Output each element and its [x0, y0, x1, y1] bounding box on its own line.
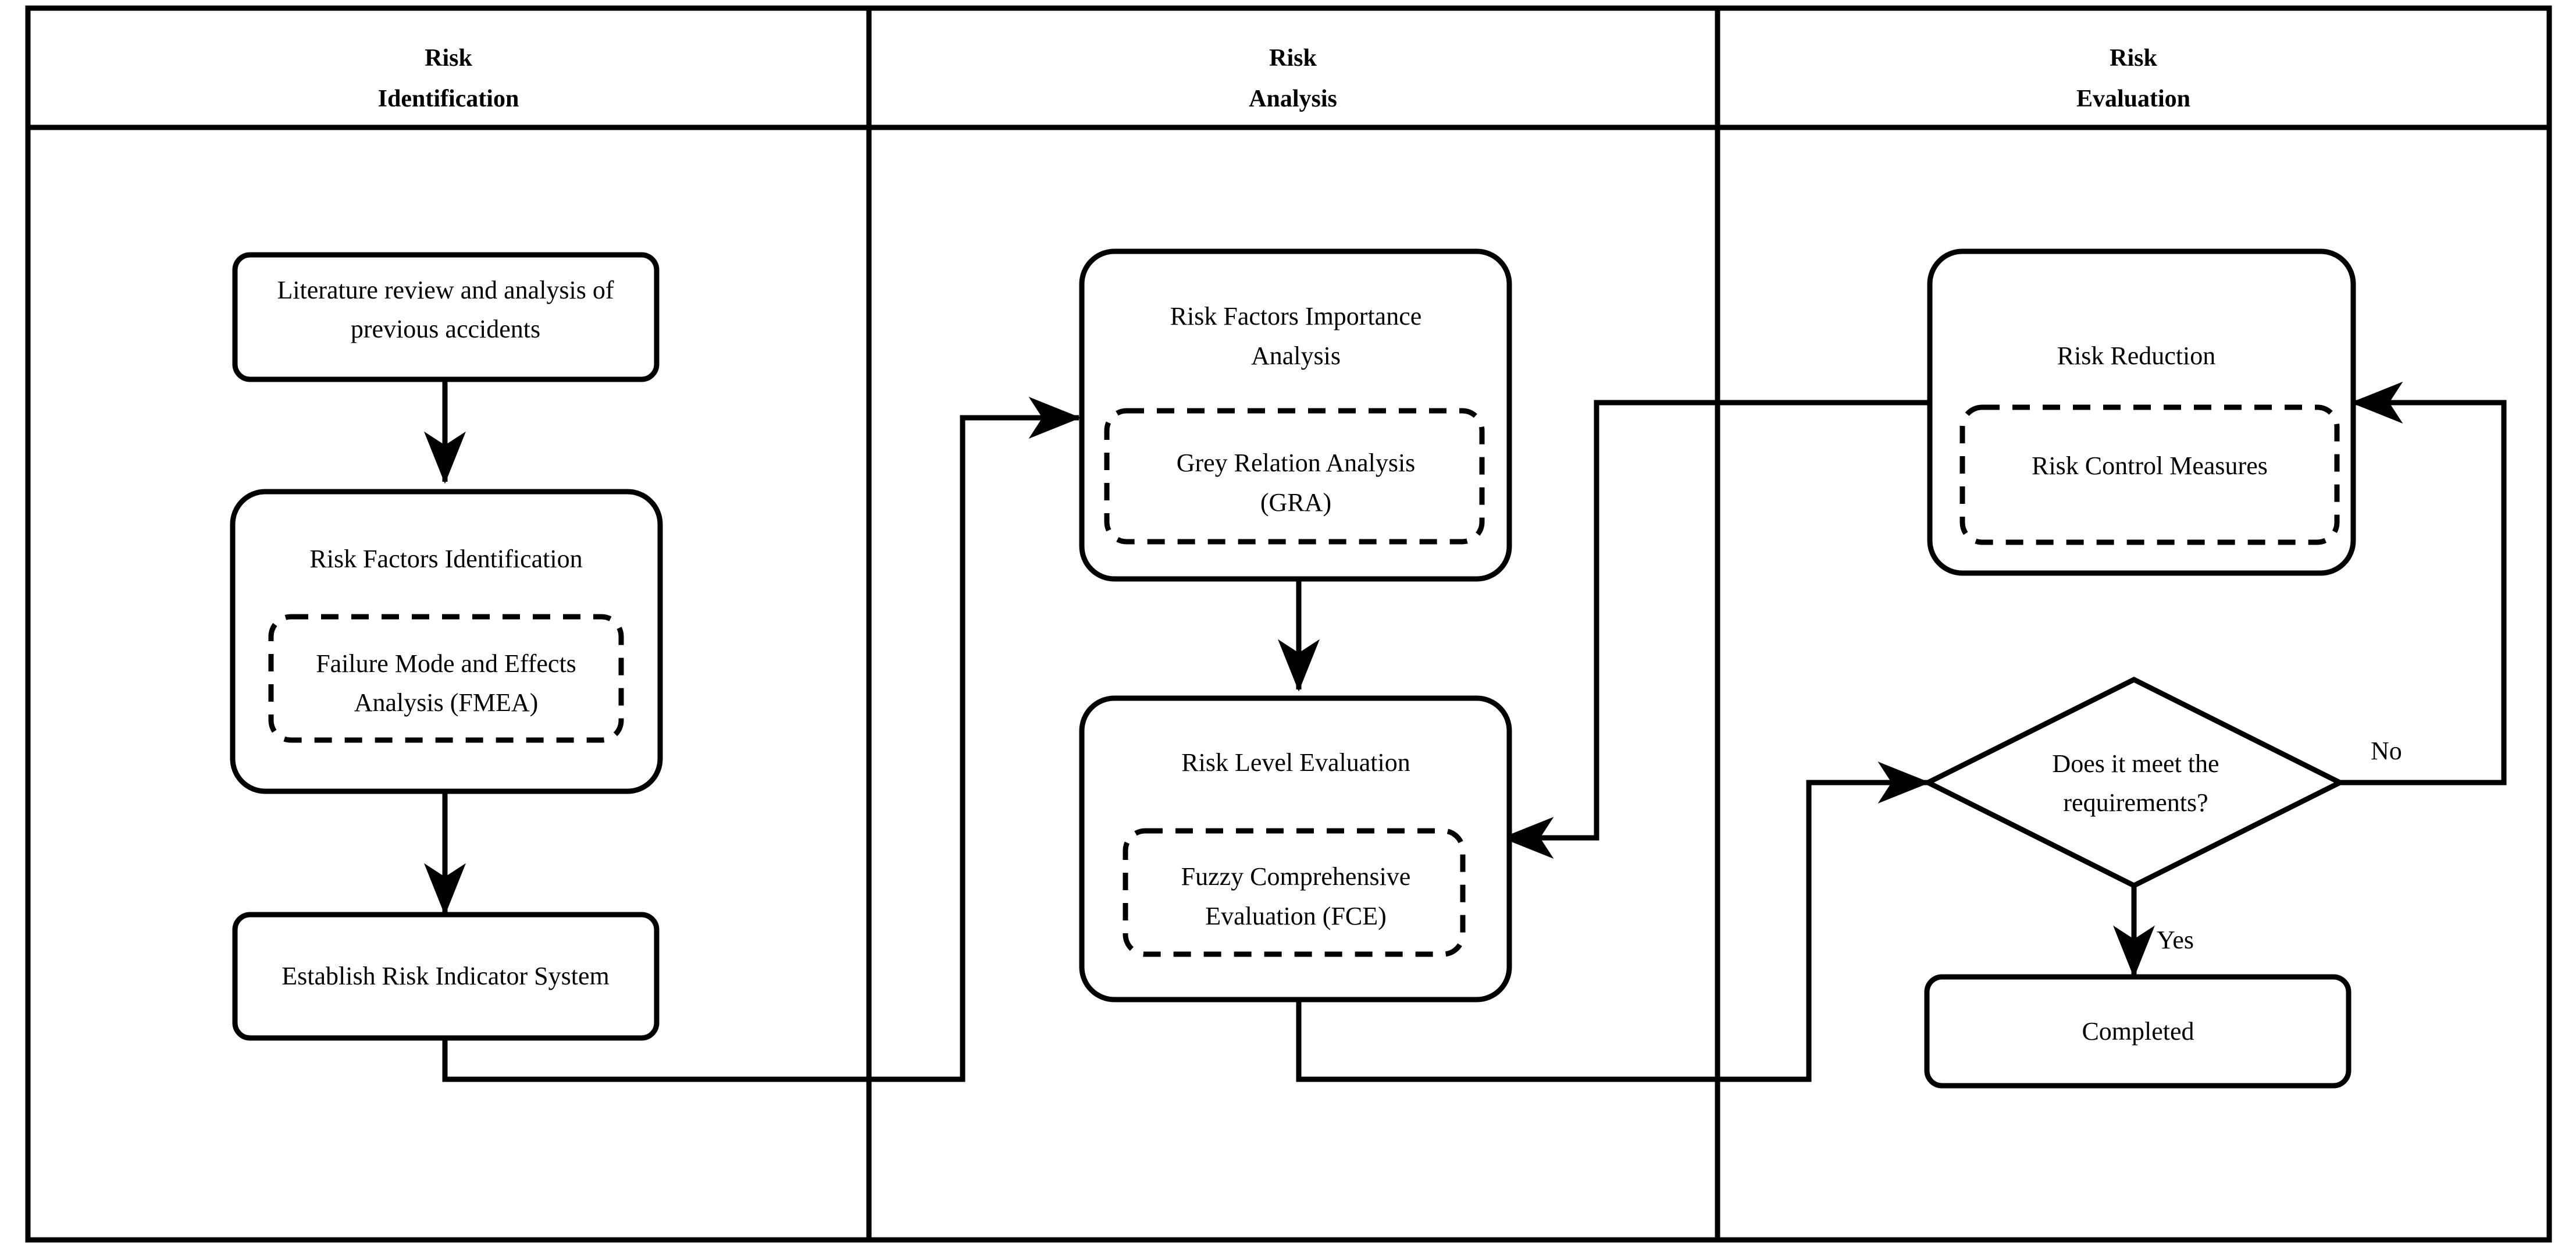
node-decision-requirements[interactable]: Does it meet the requirements? [1922, 676, 2346, 889]
edge-label-no: No [2371, 737, 2402, 765]
node-establish-indicator-system-shape[interactable] [232, 912, 660, 1041]
node-establish-indicator-system-label: Establish Risk Indicator System [282, 962, 609, 990]
node-gra-label-line2: (GRA) [1260, 488, 1331, 517]
node-risk-factors-importance-title-line2: Analysis [1251, 342, 1341, 370]
node-gra-label-line1: Grey Relation Analysis [1177, 449, 1416, 477]
node-risk-factors-identification-shape[interactable] [230, 489, 663, 794]
node-fmea-shape[interactable] [268, 614, 624, 743]
node-decision-label-line1: Does it meet the [2052, 749, 2219, 778]
node-literature-review[interactable]: Literature review and analysis of previo… [232, 252, 660, 382]
node-risk-reduction[interactable]: Risk Reduction Risk Control Measures [1927, 248, 2356, 576]
lane-title-risk-identification-line2: Identification [378, 86, 519, 112]
node-risk-level-evaluation-shape[interactable] [1079, 695, 1512, 1002]
lane-title-risk-evaluation-line1: Risk [2110, 45, 2157, 72]
node-risk-control-measures-shape[interactable] [1959, 404, 2340, 545]
node-risk-factors-identification-title: Risk Factors Identification [309, 545, 582, 573]
node-literature-review-label-line2: previous accidents [351, 315, 540, 343]
node-fce-shape[interactable] [1123, 828, 1466, 957]
node-risk-level-evaluation[interactable]: Risk Level Evaluation Fuzzy Comprehensiv… [1079, 695, 1512, 1002]
node-risk-reduction-shape[interactable] [1927, 248, 2356, 576]
connector-indicator-to-importance [442, 397, 1081, 1082]
node-risk-control-measures-label: Risk Control Measures [2032, 451, 2268, 480]
connector-decision-no-to-risk-reduction [2340, 382, 2507, 785]
node-gra-shape[interactable] [1104, 408, 1485, 545]
node-fmea-label-line2: Analysis (FMEA) [354, 688, 539, 717]
node-fmea-label-line1: Failure Mode and Effects [316, 649, 576, 678]
node-risk-factors-importance[interactable]: Risk Factors Importance Analysis Grey Re… [1079, 248, 1512, 582]
node-completed-label: Completed [2082, 1017, 2194, 1046]
lane-title-risk-analysis-line2: Analysis [1249, 86, 1337, 112]
node-literature-review-shape[interactable] [232, 252, 660, 382]
lane-title-risk-evaluation-line2: Evaluation [2076, 86, 2190, 112]
node-establish-indicator-system[interactable]: Establish Risk Indicator System [232, 912, 660, 1041]
connector-level-evaluation-to-decision [1296, 762, 1930, 1082]
node-completed[interactable]: Completed [1924, 974, 2351, 1089]
node-risk-reduction-title: Risk Reduction [2057, 342, 2216, 370]
edge-label-yes: Yes [2157, 926, 2194, 954]
node-risk-factors-importance-title-line1: Risk Factors Importance [1170, 302, 1422, 330]
connector-risk-reduction-to-level-evaluation [1501, 400, 1931, 859]
node-decision-requirements-shape[interactable] [1922, 676, 2346, 889]
node-risk-level-evaluation-title: Risk Level Evaluation [1181, 748, 1410, 777]
node-fce-label-line1: Fuzzy Comprehensive [1181, 862, 1411, 891]
node-risk-factors-importance-shape[interactable] [1079, 248, 1512, 582]
swimlane-frame [25, 5, 2552, 1243]
lane-title-risk-analysis-line1: Risk [1269, 45, 1317, 72]
node-fce-label-line2: Evaluation (FCE) [1205, 902, 1387, 930]
lane-title-risk-identification-line1: Risk [425, 45, 472, 72]
node-risk-factors-identification[interactable]: Risk Factors Identification Failure Mode… [230, 489, 663, 794]
node-literature-review-label-line1: Literature review and analysis of [277, 276, 614, 304]
node-decision-label-line2: requirements? [2063, 788, 2208, 817]
node-completed-shape[interactable] [1924, 974, 2351, 1089]
